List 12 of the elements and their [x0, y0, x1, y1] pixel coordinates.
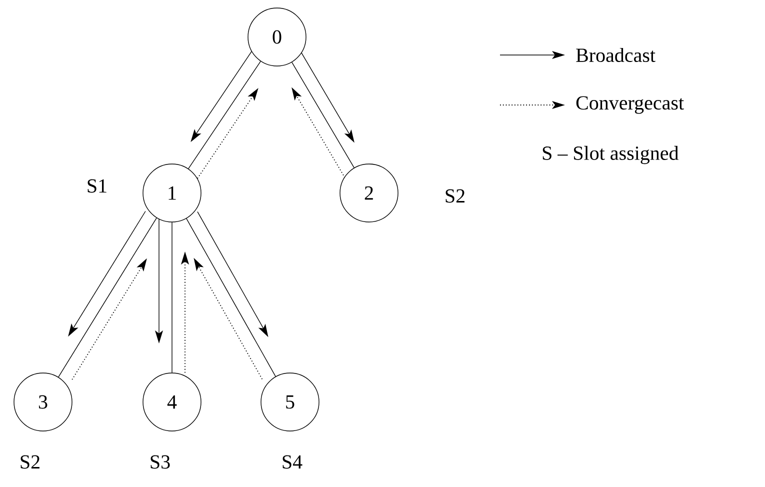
legend-text: S – Slot assigned: [542, 146, 679, 164]
slot-label: S2: [20, 455, 40, 469]
slot-label: S4: [282, 455, 302, 469]
slot-label: S3: [150, 455, 170, 469]
legend-text: Convergecast: [576, 96, 684, 114]
slot-label: S2: [446, 189, 464, 203]
tree-edge: [188, 61, 261, 169]
tree-edge: [292, 62, 354, 168]
legend-text: Broadcast: [576, 48, 656, 62]
tree-edge: [58, 218, 157, 378]
tree-edge: [186, 218, 276, 377]
slot-label: S1: [88, 179, 106, 193]
